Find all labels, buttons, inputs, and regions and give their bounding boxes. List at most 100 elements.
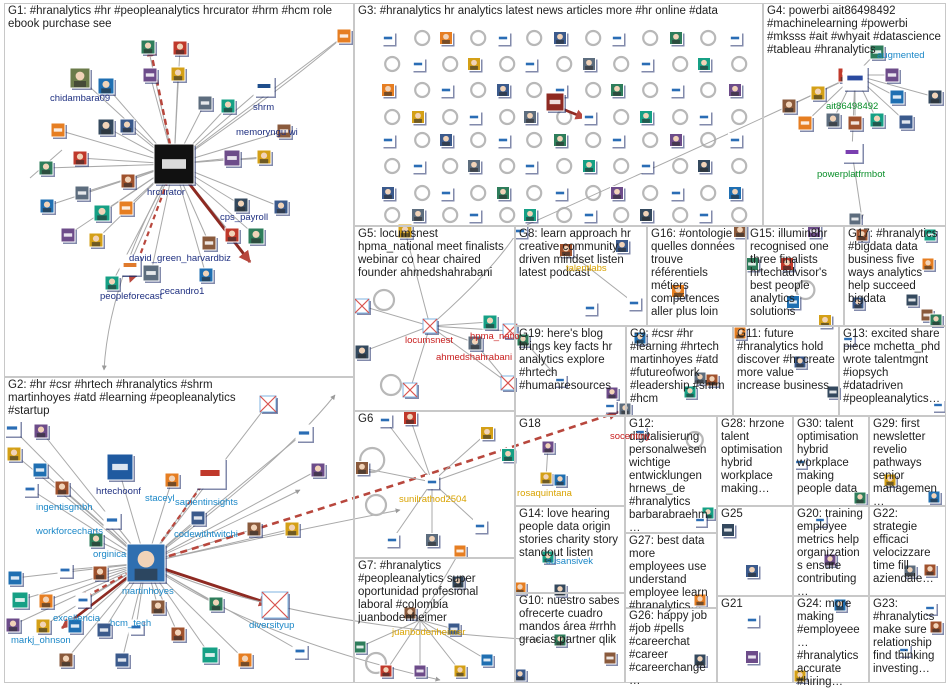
vertex-icon-25[interactable] bbox=[247, 227, 266, 246]
vertex-icon-45[interactable] bbox=[164, 472, 181, 489]
vertex-icon-118[interactable] bbox=[697, 159, 713, 175]
vertex-icon-185[interactable] bbox=[786, 295, 802, 311]
vertex-icon-83[interactable] bbox=[553, 31, 569, 47]
vertex-icon-222[interactable] bbox=[903, 564, 918, 579]
vertex-icon-166[interactable] bbox=[451, 575, 466, 590]
vertex-icon-138[interactable] bbox=[825, 112, 842, 129]
vertex-icon-119[interactable] bbox=[381, 186, 397, 202]
vertex-icon-137[interactable] bbox=[889, 89, 906, 106]
vertex-icon-217[interactable] bbox=[853, 491, 868, 506]
vertex-icon-66[interactable] bbox=[128, 619, 145, 636]
vertex-icon-207[interactable] bbox=[541, 440, 556, 455]
vertex-icon-8[interactable] bbox=[220, 98, 237, 115]
vertex-icon-51[interactable] bbox=[310, 462, 327, 479]
vertex-icon-216[interactable] bbox=[793, 455, 808, 470]
vertex-icon-232[interactable] bbox=[793, 669, 808, 684]
vertex-icon-182[interactable] bbox=[780, 257, 796, 273]
vertex-icon-82[interactable] bbox=[496, 31, 512, 47]
vertex-icon-27[interactable] bbox=[60, 227, 77, 244]
vertex-icon-175[interactable] bbox=[559, 243, 575, 259]
vertex-icon-55[interactable] bbox=[92, 565, 109, 582]
vertex-icon-234[interactable] bbox=[923, 601, 938, 616]
vertex-icon-197[interactable] bbox=[633, 331, 648, 346]
vertex-icon-203[interactable] bbox=[793, 355, 808, 370]
vertex-icon-125[interactable] bbox=[728, 186, 744, 202]
vertex-icon-129[interactable] bbox=[582, 208, 598, 224]
vertex-icon-2[interactable] bbox=[172, 40, 189, 57]
vertex-icon-157[interactable] bbox=[378, 413, 394, 429]
vertex-icon-105[interactable] bbox=[697, 110, 713, 126]
vertex-icon-24[interactable] bbox=[201, 235, 218, 252]
vertex-icon-238[interactable] bbox=[693, 653, 708, 668]
vertex-icon-186[interactable] bbox=[848, 212, 863, 227]
vertex-icon-115[interactable] bbox=[523, 159, 539, 175]
vertex-icon-94[interactable] bbox=[439, 83, 455, 99]
vertex-icon-128[interactable] bbox=[523, 208, 539, 224]
vertex-icon-191[interactable] bbox=[851, 296, 866, 311]
vertex-icon-63[interactable] bbox=[5, 617, 22, 634]
vertex-icon-170[interactable] bbox=[379, 664, 394, 679]
vertex-icon-18[interactable] bbox=[74, 185, 91, 202]
vertex-icon-155[interactable] bbox=[402, 382, 419, 399]
vertex-icon-84[interactable] bbox=[610, 31, 626, 47]
vertex-icon-168[interactable] bbox=[403, 606, 418, 621]
vertex-icon-231[interactable] bbox=[745, 650, 761, 666]
vertex-icon-176[interactable] bbox=[627, 296, 643, 312]
vertex-icon-40[interactable] bbox=[6, 446, 23, 463]
vertex-icon-12[interactable] bbox=[276, 123, 293, 140]
vertex-icon-139[interactable] bbox=[847, 115, 864, 132]
vertex-icon-141[interactable] bbox=[797, 115, 814, 132]
vertex-icon-172[interactable] bbox=[453, 664, 468, 679]
vertex-icon-167[interactable] bbox=[447, 622, 462, 637]
vertex-icon-200[interactable] bbox=[683, 385, 698, 400]
vertex-icon-206[interactable] bbox=[931, 398, 946, 413]
vertex-icon-213[interactable] bbox=[693, 513, 708, 528]
vertex-icon-122[interactable] bbox=[553, 186, 569, 202]
vertex-icon-71[interactable] bbox=[114, 652, 131, 669]
vertex-icon-107[interactable] bbox=[439, 133, 455, 149]
vertex-icon-228[interactable] bbox=[603, 651, 618, 666]
vertex-icon-59[interactable] bbox=[96, 622, 113, 639]
vertex-icon-92[interactable] bbox=[697, 57, 713, 73]
vertex-icon-161[interactable] bbox=[385, 533, 401, 549]
vertex-icon-132[interactable] bbox=[545, 92, 566, 113]
vertex-icon-177[interactable] bbox=[671, 284, 687, 300]
vertex-icon-116[interactable] bbox=[582, 159, 598, 175]
vertex-icon-150[interactable] bbox=[467, 335, 484, 352]
vertex-icon-64[interactable] bbox=[35, 618, 52, 635]
vertex-icon-158[interactable] bbox=[403, 411, 419, 427]
vertex-icon-110[interactable] bbox=[610, 133, 626, 149]
vertex-icon-101[interactable] bbox=[467, 110, 483, 126]
vertex-icon-9[interactable] bbox=[50, 122, 67, 139]
vertex-icon-13[interactable] bbox=[38, 160, 55, 177]
vertex-icon-37[interactable] bbox=[119, 254, 142, 277]
vertex-icon-11[interactable] bbox=[119, 118, 136, 135]
vertex-icon-220[interactable] bbox=[883, 473, 898, 488]
vertex-icon-56[interactable] bbox=[11, 591, 30, 610]
vertex-icon-193[interactable] bbox=[516, 333, 531, 348]
vertex-icon-178[interactable] bbox=[583, 301, 599, 317]
vertex-icon-188[interactable] bbox=[923, 228, 938, 243]
vertex-icon-195[interactable] bbox=[605, 386, 620, 401]
vertex-icon-204[interactable] bbox=[841, 332, 856, 347]
vertex-icon-93[interactable] bbox=[381, 83, 397, 99]
vertex-icon-153[interactable] bbox=[500, 375, 517, 392]
vertex-icon-169[interactable] bbox=[353, 640, 368, 655]
vertex-icon-20[interactable] bbox=[93, 204, 112, 223]
vertex-icon-28[interactable] bbox=[88, 232, 105, 249]
vertex-icon-70[interactable] bbox=[292, 643, 309, 660]
vertex-icon-29[interactable] bbox=[198, 267, 215, 284]
vertex-icon-145[interactable] bbox=[842, 65, 869, 92]
vertex-icon-60[interactable] bbox=[150, 599, 167, 616]
vertex-icon-183[interactable] bbox=[807, 224, 823, 240]
vertex-icon-19[interactable] bbox=[120, 173, 137, 190]
vertex-icon-123[interactable] bbox=[610, 186, 626, 202]
vertex-icon-218[interactable] bbox=[813, 513, 828, 528]
vertex-icon-39[interactable] bbox=[33, 423, 50, 440]
vertex-icon-109[interactable] bbox=[553, 133, 569, 149]
vertex-icon-152[interactable] bbox=[482, 314, 499, 331]
vertex-icon-23[interactable] bbox=[273, 199, 290, 216]
vertex-icon-97[interactable] bbox=[610, 83, 626, 99]
vertex-icon-117[interactable] bbox=[639, 159, 655, 175]
vertex-icon-230[interactable] bbox=[745, 613, 761, 629]
